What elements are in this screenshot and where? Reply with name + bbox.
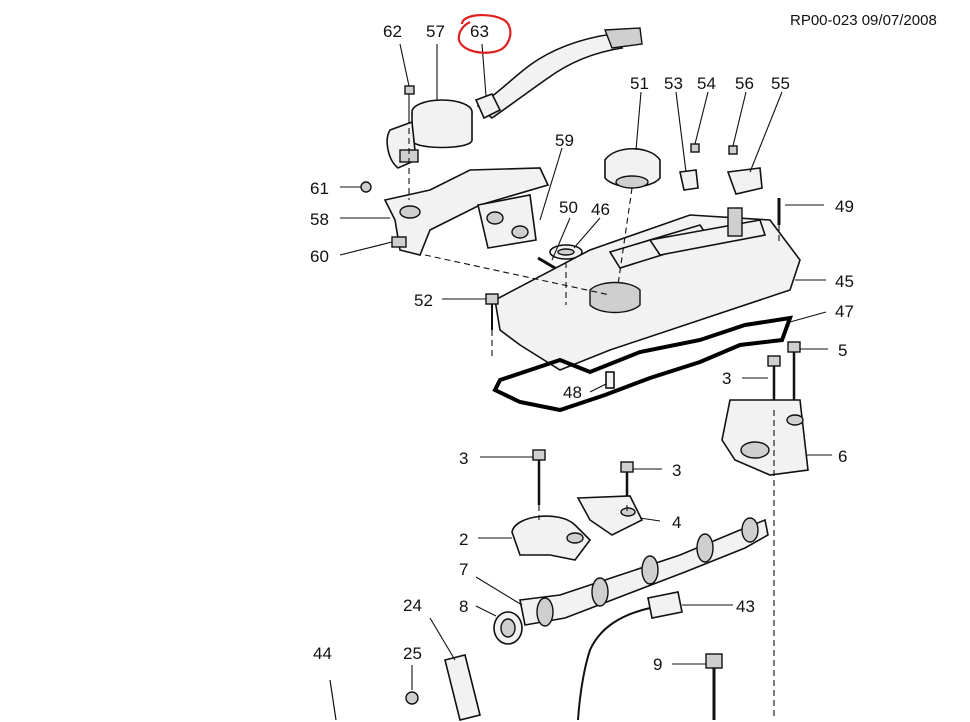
callout-4: 4: [672, 513, 681, 532]
highlight-circle-part-63: [457, 14, 512, 54]
callout-57: 57: [426, 22, 445, 41]
bolt-part-56: [728, 145, 738, 155]
callout-43: 43: [736, 597, 755, 616]
callout-49: 49: [835, 197, 854, 216]
bolt-part-5: [787, 341, 801, 400]
leader-lines: [339, 43, 832, 690]
drawing-reference: RP00-023 09/07/2008: [790, 12, 937, 29]
callout-44: 44: [313, 644, 332, 663]
callout-63: 63: [470, 22, 489, 41]
bearing-cap-part-4: [576, 495, 644, 536]
bolt-part-9: [705, 653, 723, 720]
callout-3-upper: 3: [722, 369, 731, 388]
callout-52: 52: [414, 291, 433, 310]
callout-60: 60: [310, 247, 329, 266]
callout-58: 58: [310, 210, 329, 229]
callout-7: 7: [459, 560, 468, 579]
callout-3-left: 3: [459, 449, 468, 468]
stud-part-50: [537, 256, 556, 270]
breather-hose-part-63: [474, 27, 643, 120]
callout-6: 6: [838, 447, 847, 466]
stud-part-44: [329, 679, 337, 721]
callout-51: 51: [630, 74, 649, 93]
callout-48: 48: [563, 383, 582, 402]
callout-53: 53: [664, 74, 683, 93]
bearing-cap-part-6: [721, 399, 809, 476]
bolt-part-3-left: [532, 449, 546, 505]
washer-part-25: [405, 691, 419, 705]
callout-54: 54: [697, 74, 716, 93]
seal-part-46: [549, 244, 583, 260]
bearing-cap-part-2: [511, 515, 592, 561]
callout-56: 56: [735, 74, 754, 93]
fastener-part-61: [360, 181, 372, 193]
callout-25: 25: [403, 644, 422, 663]
sensor-part-55: [726, 167, 763, 195]
oil-separator-part-57: [386, 99, 473, 169]
callout-2: 2: [459, 530, 468, 549]
callout-47: 47: [835, 302, 854, 321]
pin-part-48: [605, 371, 615, 389]
seal-part-8: [493, 611, 523, 645]
assembly-lines: [408, 118, 780, 720]
camshaft-part-7: [519, 517, 769, 627]
gasket-part-47: [492, 315, 794, 413]
callout-59: 59: [555, 131, 574, 150]
bolt-part-62: [404, 85, 415, 118]
callout-5: 5: [838, 341, 847, 360]
callout-9: 9: [653, 655, 662, 674]
callout-24: 24: [403, 596, 422, 615]
callout-46: 46: [591, 200, 610, 219]
callout-labels: 62 57 63 51 53 54 56 55 59 61 58 60 50 4…: [310, 22, 854, 674]
callout-61: 61: [310, 179, 329, 198]
fastener-part-60: [391, 236, 407, 248]
oil-filler-cap-part-51: [604, 148, 661, 189]
callout-45: 45: [835, 272, 854, 291]
callout-50: 50: [559, 198, 578, 217]
sensor-part-43: [577, 591, 683, 721]
sensor-part-53: [679, 169, 699, 191]
gasket-part-59: [477, 194, 537, 249]
tensioner-part-24: [444, 654, 481, 721]
callout-62: 62: [383, 22, 402, 41]
callout-3-right: 3: [672, 461, 681, 480]
callout-55: 55: [771, 74, 790, 93]
callout-8: 8: [459, 597, 468, 616]
bolt-part-54: [690, 143, 700, 153]
cylinder-head-cover-part-45: [494, 207, 801, 371]
